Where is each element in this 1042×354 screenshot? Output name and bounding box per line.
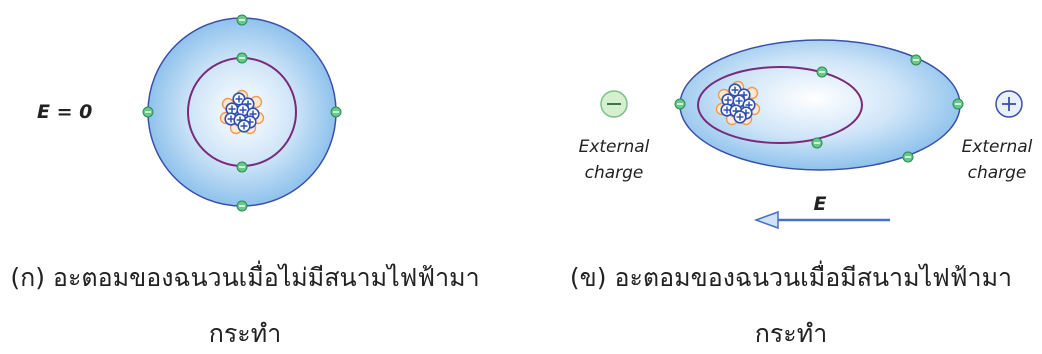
right-charge-label-line2: charge bbox=[968, 163, 1027, 183]
inner-orbit-b bbox=[697, 66, 863, 144]
left-charge-label-line2: charge bbox=[585, 163, 644, 183]
electron-icon bbox=[816, 66, 828, 78]
proton-icon bbox=[237, 119, 251, 133]
electron-icon bbox=[236, 161, 248, 173]
electron-icon bbox=[910, 54, 922, 66]
proton-icon bbox=[733, 110, 747, 124]
field-arrow-head-icon bbox=[753, 210, 779, 230]
electrons-a bbox=[142, 14, 342, 212]
electron-icon bbox=[811, 137, 823, 149]
electron-icon bbox=[236, 52, 248, 64]
panel-a-no-field: E = 0 bbox=[37, 14, 342, 212]
electron-icon bbox=[952, 98, 964, 110]
caption-b-line2: กระทำ bbox=[754, 319, 828, 348]
right-charge-label-line1: External bbox=[962, 137, 1033, 157]
electron-icon bbox=[902, 151, 914, 163]
caption-a-line2: กระทำ bbox=[208, 319, 282, 348]
field-label: E bbox=[814, 193, 827, 215]
electron-icon bbox=[236, 14, 248, 26]
nucleus-b bbox=[715, 80, 761, 126]
field-zero-label: E = 0 bbox=[37, 101, 92, 123]
electron-icon bbox=[330, 106, 342, 118]
nucleus-a bbox=[219, 89, 265, 135]
panel-b-with-field: External charge External charge E bbox=[579, 39, 1033, 230]
electrons-b bbox=[674, 54, 964, 163]
electron-icon bbox=[142, 106, 154, 118]
electron-icon bbox=[674, 98, 686, 110]
caption-b-line1: (ข) อะตอมของฉนวนเมื่อมีสนามไฟฟ้ามา bbox=[569, 263, 1013, 292]
left-charge-label-line1: External bbox=[579, 137, 650, 157]
proton-icon bbox=[224, 112, 238, 126]
caption-a-line1: (ก) อะตอมของฉนวนเมื่อไม่มีสนามไฟฟ้ามา bbox=[10, 263, 480, 292]
electron-icon bbox=[236, 200, 248, 212]
